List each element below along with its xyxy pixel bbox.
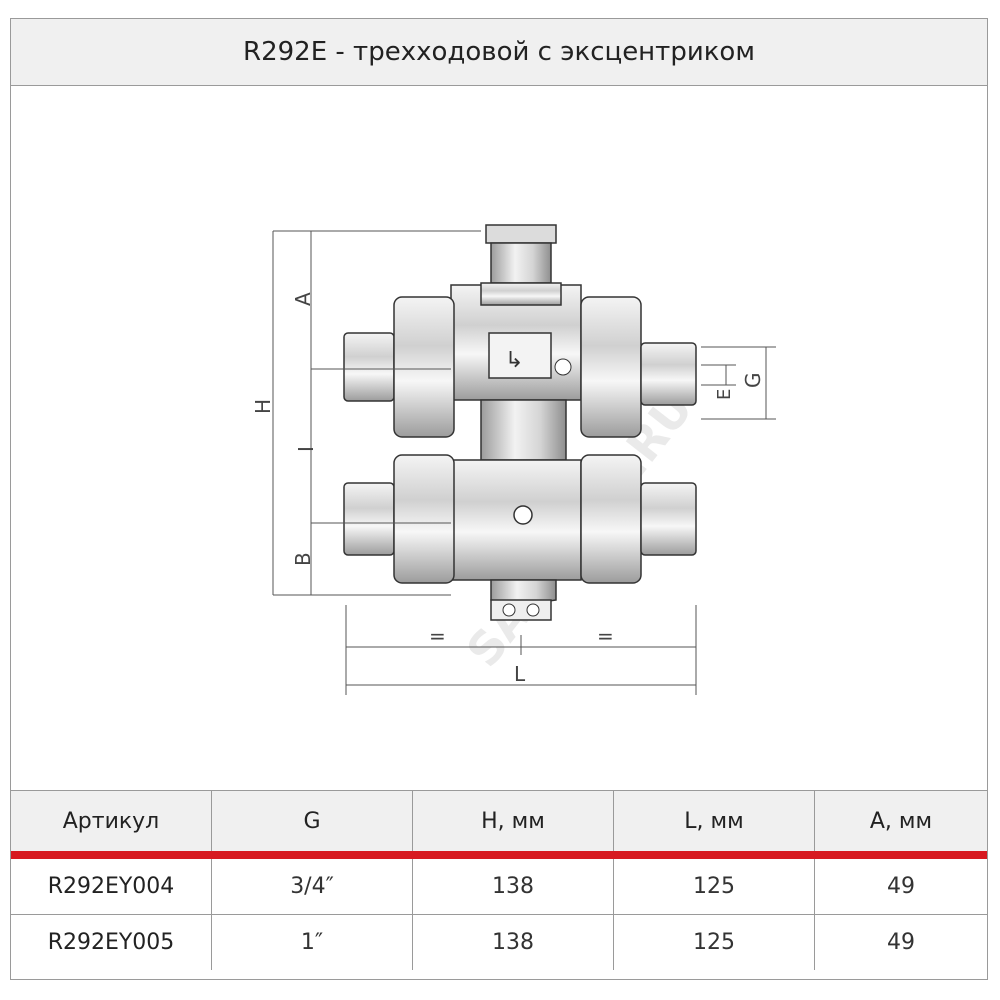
dim-label-g: G bbox=[741, 373, 765, 389]
cell-g: 3/4″ bbox=[211, 859, 413, 915]
dim-label-b: B bbox=[291, 552, 315, 566]
table-row: R292EY005 1″ 138 125 49 bbox=[11, 914, 987, 970]
right-upper-union bbox=[580, 296, 697, 438]
table-row: R292EY004 3/4″ 138 125 49 bbox=[11, 859, 987, 915]
col-header-l: L, мм bbox=[613, 790, 815, 851]
col-header-g: G bbox=[211, 790, 413, 851]
dim-label-l: L bbox=[514, 662, 526, 686]
right-lower-union bbox=[580, 454, 697, 584]
left-lower-union bbox=[343, 454, 455, 584]
table-header-row: Артикул G H, мм L, мм A, мм bbox=[11, 790, 987, 851]
cell-l: 125 bbox=[613, 914, 815, 970]
col-header-article: Артикул bbox=[11, 790, 212, 851]
dim-label-eq-left: = bbox=[429, 624, 446, 648]
actuator-cap: ↳ bbox=[480, 224, 572, 379]
cell-article: R292EY004 bbox=[47, 874, 175, 899]
cell-article: R292EY005 bbox=[11, 914, 212, 970]
cell-a: 49 bbox=[814, 914, 987, 970]
cell-h: 138 bbox=[412, 859, 614, 915]
screw-icon bbox=[513, 505, 533, 525]
dim-label-h: H bbox=[251, 399, 275, 414]
col-header-h: H, мм bbox=[412, 790, 614, 851]
left-upper-union bbox=[343, 296, 455, 438]
dim-label-i: I bbox=[294, 446, 318, 452]
cell-a: 49 bbox=[814, 859, 987, 915]
spec-table: Артикул G H, мм L, мм A, мм R292EY004 3/… bbox=[11, 790, 987, 970]
accent-divider bbox=[11, 851, 987, 859]
valve-drawing-svg: SANTECH.RU ↳ bbox=[251, 224, 776, 695]
dim-label-a: A bbox=[291, 292, 315, 306]
flow-arrow-icon: ↳ bbox=[505, 348, 523, 373]
cell-h: 138 bbox=[412, 914, 614, 970]
dim-label-eq-right: = bbox=[597, 624, 614, 648]
spec-sheet-frame: R292E - трехходовой с эксцентриком SANT bbox=[10, 18, 988, 980]
cell-l: 125 bbox=[613, 859, 815, 915]
col-header-a: A, мм bbox=[814, 790, 987, 851]
dimension-lines bbox=[272, 230, 776, 695]
page-title: R292E - трехходовой с эксцентриком bbox=[11, 19, 987, 86]
cell-g: 1″ bbox=[211, 914, 413, 970]
dim-label-e: E bbox=[714, 389, 735, 400]
valve-drawing: SANTECH.RU ↳ bbox=[11, 85, 987, 790]
